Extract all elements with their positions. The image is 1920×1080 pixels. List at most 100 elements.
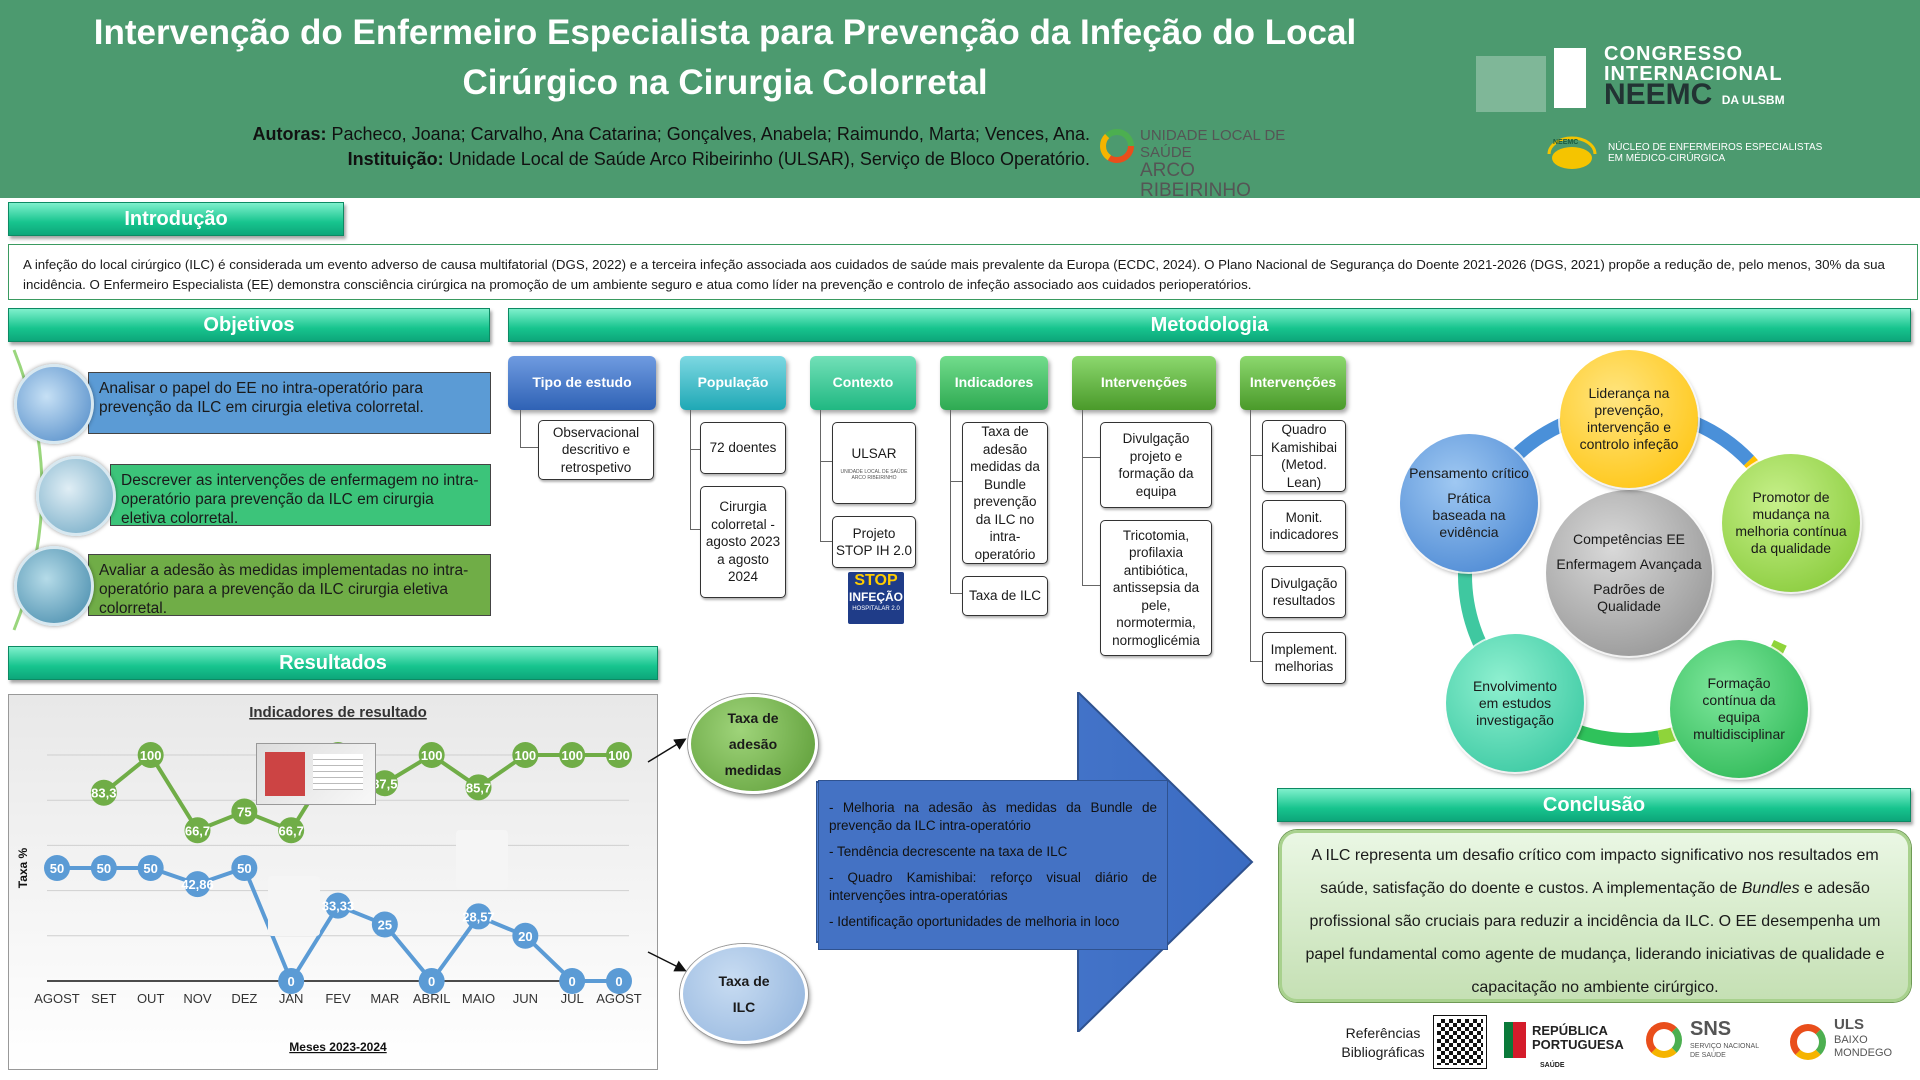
intro-heading: Introdução	[8, 202, 344, 236]
kamishibai-board-photo-icon	[256, 743, 376, 805]
references-link[interactable]: Referências Bibliográficas	[1341, 1025, 1425, 1060]
oval-adherence-rate: Taxa de adesão medidas	[688, 694, 818, 794]
chart-data-label-2: 42,86	[181, 877, 214, 892]
congress-logo: CONGRESSO INTERNACIONAL NEEMC DA ULSBM	[1476, 44, 1896, 112]
finding-3: - Quadro Kamishibai: reforço visual diár…	[829, 870, 1157, 903]
intro-text: A infeção do local cirúrgico (ILC) é con…	[8, 244, 1918, 300]
conclusion-text: A ILC representa um desafio crítico com …	[1279, 830, 1911, 1002]
chart-data-label-1: 66,7	[185, 823, 210, 838]
method-item-adherence-rate: Taxa de adesão medidas da Bundle prevenç…	[962, 422, 1048, 564]
chart-point-1	[231, 798, 258, 825]
method-item-ulsar: ULSAR UNIDADE LOCAL DE SAÚDE ARCO RIBEIR…	[832, 422, 916, 504]
chart-to-oval-arrows	[647, 738, 687, 972]
cycle-center-line3: Padrões de Qualidade	[1593, 581, 1665, 614]
method-item-monitoring: Monit. indicadores	[1262, 500, 1346, 552]
sns-logo: SNS SERVIÇO NACIONAL DE SAÚDE	[1646, 1018, 1766, 1068]
chart-data-label-1: 100	[561, 748, 583, 763]
chart-point-1	[90, 779, 117, 806]
chart-point-2	[418, 968, 445, 994]
oval-ilc-rate: Taxa de ILC	[680, 944, 808, 1044]
chart-point-2	[606, 968, 632, 994]
uls-baixo-mondego-logo: ULS BAIXO MONDEGO	[1790, 1017, 1900, 1068]
method-header-population: População	[680, 356, 786, 410]
nucleo-line1: NÚCLEO DE ENFERMEIROS ESPECIALISTAS	[1608, 142, 1823, 153]
chart-point-2	[512, 922, 539, 949]
institution-label: Instituição:	[347, 149, 444, 169]
team-training-icon	[268, 876, 320, 936]
chart-point-1	[606, 742, 632, 768]
chart-point-2	[137, 855, 164, 881]
chart-series-line-2	[57, 865, 619, 986]
chart-point-2	[231, 855, 258, 881]
chart-point-1	[278, 817, 305, 844]
authors-label: Autoras:	[252, 124, 327, 144]
cycle-node-leadership: Liderança na prevenção, intervenção e co…	[1560, 350, 1698, 488]
authors-names: Pacheco, Joana; Carvalho, Ana Catarina; …	[331, 124, 1090, 144]
header-banner	[0, 0, 1920, 198]
title-line-2: Cirúrgico na Cirurgia Colorretal	[462, 63, 988, 102]
chart-data-label-1: 83,3	[91, 786, 116, 801]
results-findings-list: - Melhoria na adesão às medidas da Bundl…	[818, 780, 1168, 950]
chart-tick-label: FEV	[325, 991, 351, 1006]
chart-data-label-2: 33,33	[322, 899, 355, 914]
method-header-interventions-2: Intervenções	[1240, 356, 1346, 410]
portugal-flag-icon	[1504, 1022, 1526, 1058]
chart-data-label-1: 87,5	[372, 776, 397, 791]
objective-1-photo-icon	[14, 364, 94, 444]
chart-point-1	[371, 770, 398, 797]
nucleo-logo: NEEMC NÚCLEO DE ENFERMEIROS ESPECIALISTA…	[1545, 136, 1885, 172]
cycle-node-critical-thinking: Pensamento crítico Prática baseada na ev…	[1400, 434, 1538, 572]
chart-y-label: Taxa %	[16, 847, 30, 888]
chart-point-2	[465, 903, 492, 930]
chart-tick-label: NOV	[183, 991, 212, 1006]
chart-tick-label: AGOST	[34, 991, 80, 1006]
chart-title: Indicadores de resultado	[249, 704, 427, 721]
chart-point-2	[325, 892, 351, 919]
chart-x-label: Meses 2023-2024	[289, 1040, 387, 1054]
nucleo-line2: EM MÉDICO-CIRÚRGICA	[1608, 153, 1726, 164]
references-qr-code-icon[interactable]	[1433, 1015, 1487, 1069]
congress-line2: INTERNACIONAL	[1604, 63, 1783, 85]
chart-point-1	[184, 817, 211, 844]
chart-tick-label: DEZ	[231, 991, 257, 1006]
chart-data-label-2: 0	[288, 974, 295, 989]
title-line-1: Intervenção do Enfermeiro Especialista p…	[93, 13, 1357, 52]
method-item-results-dissemination: Divulgação resultados	[1262, 566, 1346, 618]
chart-data-label-2: 28,57	[462, 909, 495, 924]
team-meeting-icon	[456, 830, 508, 890]
stop-infecao-logo: STOP INFEÇÃO HOSPITALAR 2.0	[848, 572, 904, 624]
method-item-surgery-period: Cirurgia colorretal - agosto 2023 a agos…	[700, 486, 786, 598]
conclusion-heading: Conclusão	[1277, 788, 1911, 822]
cycle-center-line1: Competências EE	[1572, 531, 1686, 547]
authors-block: Autoras: Pacheco, Joana; Carvalho, Ana C…	[170, 122, 1091, 172]
chart-tick-label: ABRIL	[413, 991, 451, 1006]
objective-2-photo-icon	[36, 456, 116, 536]
method-item-stop-ih: Projeto STOP IH 2.0	[832, 516, 916, 568]
method-header-indicators: Indicadores	[940, 356, 1048, 410]
method-item-ulsar-label: ULSAR	[851, 446, 897, 462]
chart-data-label-1: 100	[421, 748, 443, 763]
chart-tick-label: SET	[91, 991, 116, 1006]
finding-1: - Melhoria na adesão às medidas da Bundl…	[829, 800, 1157, 833]
method-header-interventions-1: Intervenções	[1072, 356, 1216, 410]
chart-data-label-1: 100	[514, 748, 536, 763]
stop-logo-line3: HOSPITALAR 2.0	[852, 606, 900, 612]
method-item-clinical-measures: Tricotomia, profilaxia antibiótica, anti…	[1100, 520, 1212, 656]
chart-data-label-2: 50	[143, 861, 157, 876]
method-header-context: Contexto	[810, 356, 916, 410]
method-ulsar-mini-logo: UNIDADE LOCAL DE SAÚDE ARCO RIBEIRINHO	[840, 468, 908, 481]
chart-data-label-2: 20	[518, 929, 532, 944]
stop-logo-line1: STOP	[854, 572, 898, 589]
chart-point-1	[559, 742, 586, 768]
chart-data-label-2: 0	[615, 974, 622, 989]
chart-data-label-2: 50	[237, 861, 251, 876]
chart-data-label-1: 85,7	[466, 780, 491, 795]
chart-data-label-1: 100	[608, 748, 630, 763]
chart-point-2	[371, 911, 398, 938]
chart-tick-label: OUT	[137, 991, 165, 1006]
poster-title: Intervenção do Enfermeiro Especialista p…	[40, 8, 1410, 108]
chart-data-label-2: 50	[50, 861, 64, 876]
method-header-study-type: Tipo de estudo	[508, 356, 656, 410]
cycle-center-line2: Enfermagem Avançada	[1556, 556, 1702, 572]
congress-logo-bar-icon	[1554, 48, 1586, 108]
